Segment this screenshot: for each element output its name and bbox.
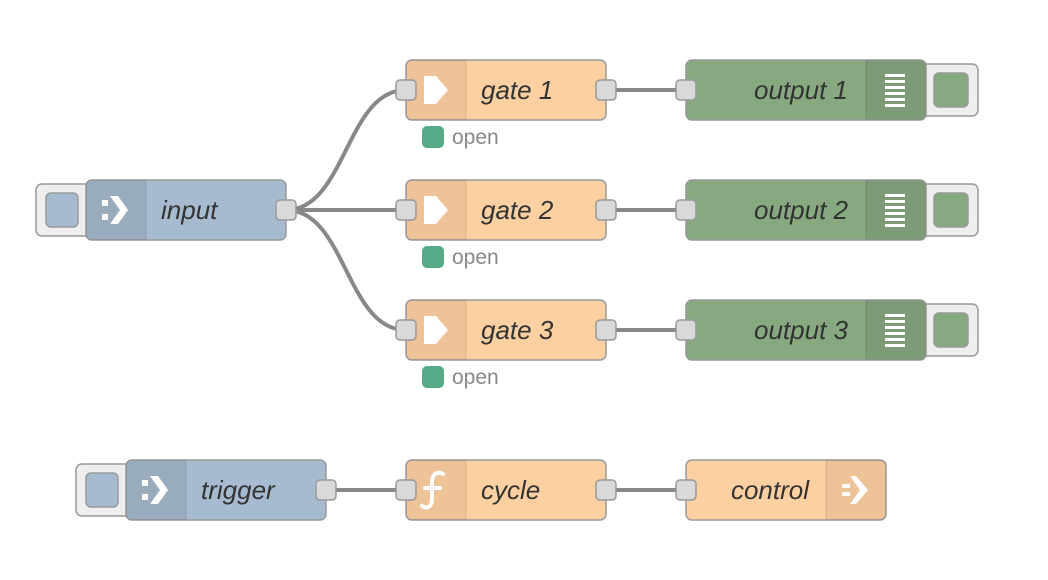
debug-lines-icon: [885, 194, 905, 227]
node-gate-3[interactable]: gate 3 open: [395, 299, 617, 389]
inject-arrow-icon: [102, 196, 128, 224]
icon-area: [866, 180, 926, 240]
arrow-right-icon: [424, 316, 448, 344]
output-port[interactable]: [595, 199, 617, 221]
node-label: output 2: [754, 195, 849, 225]
input-port[interactable]: [395, 479, 417, 501]
output-port[interactable]: [275, 199, 297, 221]
debug-toggle-button[interactable]: [933, 312, 969, 348]
status-text: open: [452, 246, 499, 269]
node-label: trigger: [201, 475, 276, 505]
node-cycle[interactable]: cycle: [395, 459, 617, 521]
output-port[interactable]: [315, 479, 337, 501]
inject-button[interactable]: [85, 472, 119, 508]
debug-toggle-button[interactable]: [933, 72, 969, 108]
node-output-3[interactable]: output 3: [675, 299, 979, 361]
icon-area: [826, 460, 886, 520]
node-gate-1[interactable]: gate 1 open: [395, 59, 617, 149]
wire-input-gate3[interactable]: [285, 208, 407, 332]
debug-lines-icon: [885, 314, 905, 347]
node-label: cycle: [481, 475, 540, 505]
output-port[interactable]: [595, 479, 617, 501]
node-trigger[interactable]: trigger: [75, 459, 337, 521]
input-port[interactable]: [675, 479, 697, 501]
icon-area: [86, 180, 146, 240]
node-output-2[interactable]: output 2: [675, 179, 979, 241]
node-output-1[interactable]: output 1: [675, 59, 979, 121]
debug-toggle-button[interactable]: [933, 192, 969, 228]
output-port[interactable]: [595, 79, 617, 101]
status-indicator: [422, 246, 444, 268]
node-label: output 3: [754, 315, 849, 345]
input-port[interactable]: [395, 319, 417, 341]
input-port[interactable]: [675, 199, 697, 221]
debug-lines-icon: [885, 74, 905, 107]
arrow-right-icon: [424, 76, 448, 104]
wires: [285, 88, 686, 492]
output-port[interactable]: [595, 319, 617, 341]
node-gate-2[interactable]: gate 2 open: [395, 179, 617, 269]
status-indicator: [422, 366, 444, 388]
node-input[interactable]: input: [35, 179, 297, 241]
status-text: open: [452, 126, 499, 149]
link-out-icon: [842, 476, 868, 504]
input-port[interactable]: [675, 319, 697, 341]
input-port[interactable]: [675, 79, 697, 101]
node-label: control: [731, 475, 810, 505]
input-port[interactable]: [395, 79, 417, 101]
status-text: open: [452, 366, 499, 389]
status-indicator: [422, 126, 444, 148]
function-icon: [420, 470, 445, 510]
inject-button[interactable]: [45, 192, 79, 228]
wire-input-gate1[interactable]: [285, 88, 407, 212]
icon-area: [866, 60, 926, 120]
node-label: gate 3: [481, 315, 554, 345]
node-label: input: [161, 195, 219, 225]
node-control[interactable]: control: [675, 459, 887, 521]
inject-arrow-icon: [142, 476, 168, 504]
node-label: gate 1: [481, 75, 553, 105]
icon-area: [126, 460, 186, 520]
icon-area: [866, 300, 926, 360]
node-label: gate 2: [481, 195, 554, 225]
node-label: output 1: [754, 75, 848, 105]
arrow-right-icon: [424, 196, 448, 224]
input-port[interactable]: [395, 199, 417, 221]
